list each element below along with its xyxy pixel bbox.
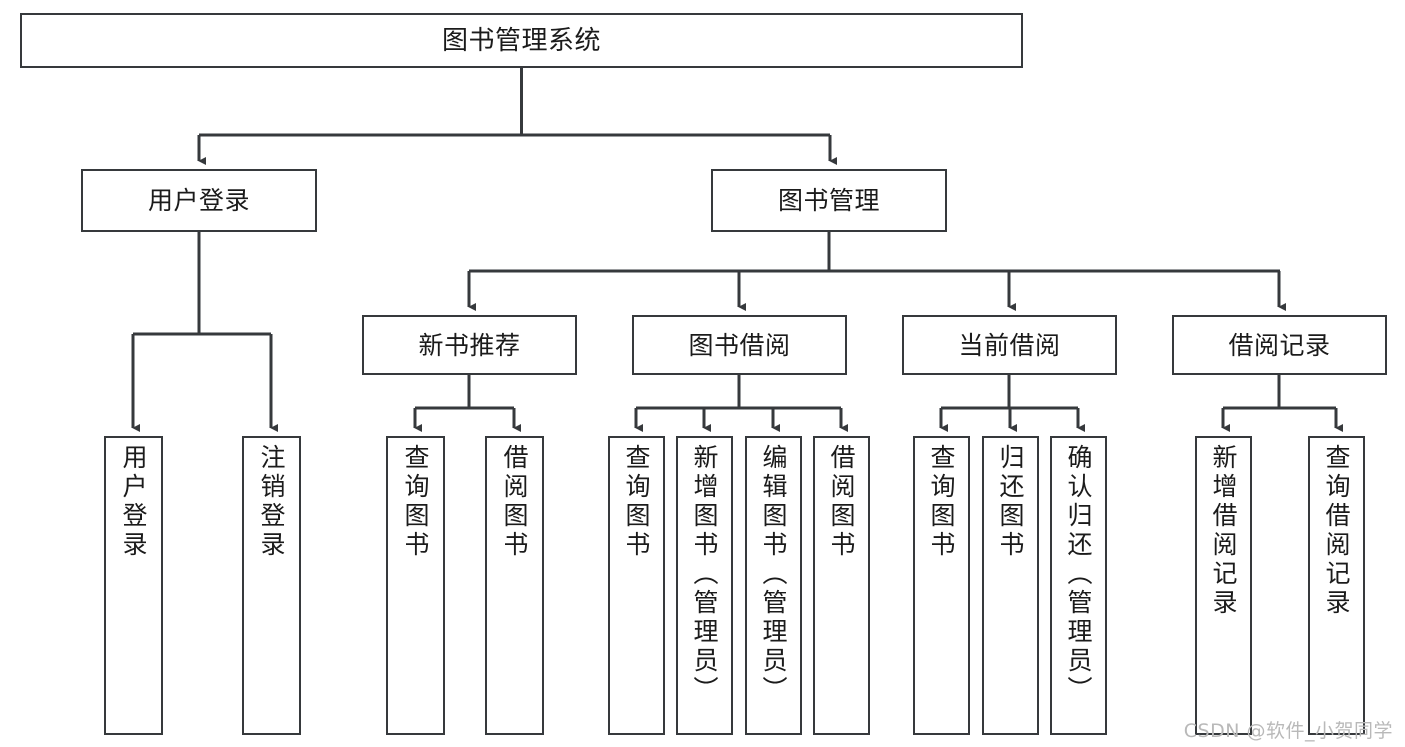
node-leaf-add-book[interactable]: 新增图书（管理员） xyxy=(676,436,733,735)
node-book-borrow[interactable]: 图书借阅 xyxy=(632,315,847,375)
node-current-borrow[interactable]: 当前借阅 xyxy=(902,315,1117,375)
node-book-manage-label: 图书管理 xyxy=(777,186,880,215)
node-user-login-label: 用户登录 xyxy=(147,186,250,215)
node-leaf-borrow-book[interactable]: 借阅图书 xyxy=(813,436,870,735)
node-leaf-confirm-return-label: 确认归还（管理员） xyxy=(1064,444,1093,705)
node-leaf-add-borrow-record-label: 新增借阅记录 xyxy=(1209,444,1238,618)
node-leaf-user-logout[interactable]: 注销登录 xyxy=(242,436,301,735)
node-leaf-query-book-rec-label: 查询图书 xyxy=(401,444,430,560)
node-leaf-return-book[interactable]: 归还图书 xyxy=(982,436,1039,735)
node-borrow-record[interactable]: 借阅记录 xyxy=(1172,315,1387,375)
node-leaf-return-book-label: 归还图书 xyxy=(996,444,1025,560)
node-leaf-edit-book[interactable]: 编辑图书（管理员） xyxy=(745,436,802,735)
node-user-login[interactable]: 用户登录 xyxy=(81,169,317,232)
node-leaf-query-book-current[interactable]: 查询图书 xyxy=(913,436,970,735)
node-leaf-user-logout-label: 注销登录 xyxy=(257,444,286,560)
node-leaf-borrow-book-rec-label: 借阅图书 xyxy=(500,444,529,560)
node-new-book-recommend[interactable]: 新书推荐 xyxy=(362,315,577,375)
node-leaf-query-borrow-record[interactable]: 查询借阅记录 xyxy=(1308,436,1365,735)
node-leaf-query-book-current-label: 查询图书 xyxy=(927,444,956,560)
node-leaf-user-login-label: 用户登录 xyxy=(119,444,148,560)
node-leaf-add-book-label: 新增图书（管理员） xyxy=(690,444,719,705)
node-leaf-query-book-borrow[interactable]: 查询图书 xyxy=(608,436,665,735)
node-book-manage[interactable]: 图书管理 xyxy=(711,169,947,232)
node-root-label: 图书管理系统 xyxy=(441,25,601,56)
node-leaf-query-book-borrow-label: 查询图书 xyxy=(622,444,651,560)
node-new-book-recommend-label: 新书推荐 xyxy=(418,330,521,360)
node-current-borrow-label: 当前借阅 xyxy=(958,330,1061,360)
node-leaf-user-login[interactable]: 用户登录 xyxy=(104,436,163,735)
node-borrow-record-label: 借阅记录 xyxy=(1228,330,1331,360)
node-root[interactable]: 图书管理系统 xyxy=(20,13,1023,68)
watermark-text: CSDN @软件_小贺同学 xyxy=(1183,720,1393,742)
node-book-borrow-label: 图书借阅 xyxy=(688,330,791,360)
node-leaf-query-borrow-record-label: 查询借阅记录 xyxy=(1322,444,1351,618)
node-leaf-edit-book-label: 编辑图书（管理员） xyxy=(759,444,788,705)
node-leaf-query-book-rec[interactable]: 查询图书 xyxy=(386,436,445,735)
node-leaf-add-borrow-record[interactable]: 新增借阅记录 xyxy=(1195,436,1252,735)
node-leaf-borrow-book-label: 借阅图书 xyxy=(827,444,856,560)
node-leaf-confirm-return[interactable]: 确认归还（管理员） xyxy=(1050,436,1107,735)
node-leaf-borrow-book-rec[interactable]: 借阅图书 xyxy=(485,436,544,735)
